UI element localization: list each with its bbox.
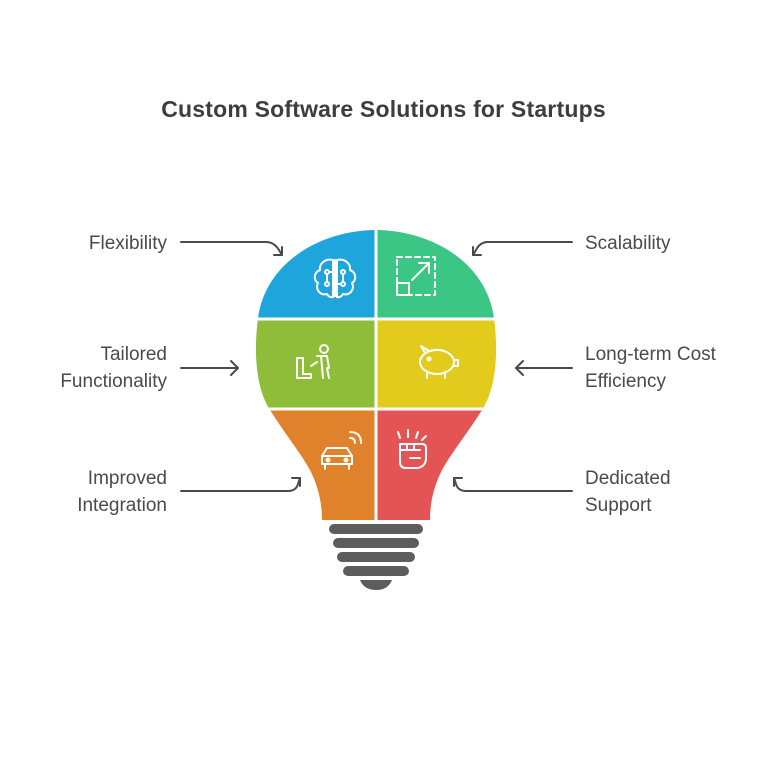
label-dedicated-support-line-1: Dedicated bbox=[585, 468, 671, 489]
segment-long-term-cost-efficiency bbox=[376, 319, 497, 409]
label-dedicated-support: Dedicated Support bbox=[585, 465, 671, 519]
label-dedicated-support-line-2: Support bbox=[585, 495, 652, 516]
resize-arrows-icon bbox=[396, 256, 436, 296]
segment-dedicated-support bbox=[376, 409, 497, 520]
segment-tailored-functionality bbox=[255, 319, 376, 409]
label-tailored-functionality-line-2: Functionality bbox=[60, 371, 167, 392]
label-improved-integration-line-2: Integration bbox=[77, 495, 167, 516]
brain-icon bbox=[313, 258, 357, 299]
piggy-bank-icon bbox=[419, 345, 459, 379]
arrow-scalability bbox=[472, 241, 573, 256]
label-scalability-line-1: Scalability bbox=[585, 233, 671, 254]
arrow-long-term-cost-efficiency bbox=[515, 360, 573, 376]
bulb-base bbox=[329, 524, 423, 590]
label-flexibility-line-1: Flexibility bbox=[88, 233, 167, 254]
label-improved-integration: Improved Integration bbox=[77, 465, 167, 519]
label-long-term-cost-efficiency: Long-term Cost Efficiency bbox=[585, 341, 716, 395]
segment-flexibility bbox=[255, 230, 376, 319]
label-scalability: Scalability bbox=[585, 230, 671, 257]
connected-car-icon bbox=[321, 431, 362, 470]
arrow-improved-integration bbox=[180, 477, 301, 492]
arrow-tailored-functionality bbox=[180, 360, 239, 376]
label-flexibility: Flexibility bbox=[89, 230, 167, 257]
label-improved-integration-line-1: Improved bbox=[87, 468, 167, 489]
segment-improved-integration bbox=[255, 409, 376, 520]
label-long-term-cost-efficiency-line-1: Long-term Cost bbox=[585, 344, 716, 365]
arrow-flexibility bbox=[180, 241, 283, 256]
label-tailored-functionality-line-1: Tailored bbox=[100, 344, 167, 365]
arrow-dedicated-support bbox=[453, 477, 573, 492]
bulb-body bbox=[255, 230, 497, 520]
label-tailored-functionality: Tailored Functionality bbox=[60, 341, 167, 395]
raised-fist-icon bbox=[397, 429, 427, 469]
person-at-desk-icon bbox=[296, 344, 330, 379]
label-long-term-cost-efficiency-line-2: Efficiency bbox=[585, 371, 666, 392]
diagram-title: Custom Software Solutions for Startups bbox=[161, 96, 606, 122]
